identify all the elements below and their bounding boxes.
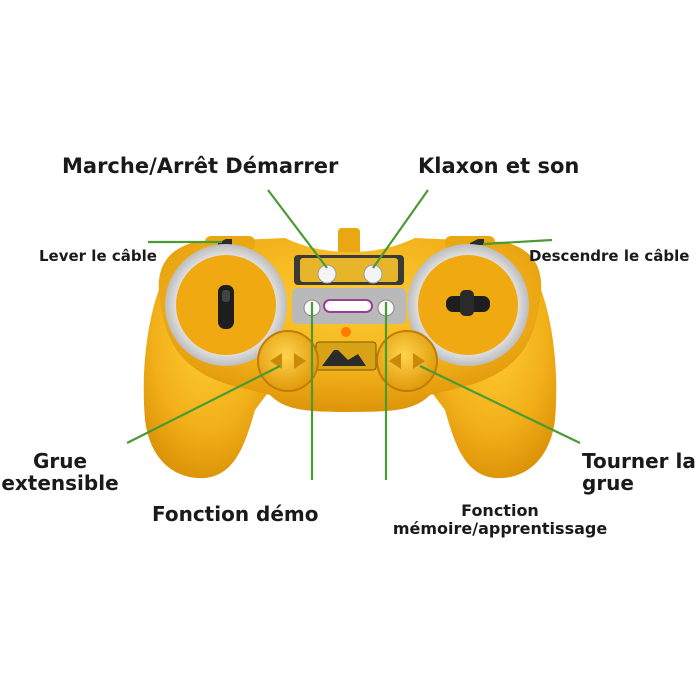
left-dial-icon[interactable] [257,330,319,392]
right-dial-icon[interactable] [376,330,438,392]
label-lower-cable: Descendre le câble [529,247,690,265]
horn-button[interactable] [363,264,383,284]
right-shoulder-truck-icon [470,239,484,245]
right-dial-arrows [389,353,425,369]
right-joystick-icon[interactable] [446,290,490,316]
label-extend-crane: Grue extensible [0,450,120,494]
label-demo-function: Fonction démo [152,502,319,526]
pointer-extend-crane [126,365,281,444]
label-extend-crane-line1: Grue [32,449,88,473]
start-stop-button[interactable] [317,264,337,284]
left-joystick-icon[interactable] [218,285,234,329]
pointer-start-stop [267,189,328,269]
label-extend-crane-line2: extensible [1,471,119,495]
pointer-rotate-crane [419,365,581,444]
label-rotate-crane-line2: grue [582,471,634,495]
display-window [323,299,373,313]
label-memory-line1: Fonction [461,501,539,520]
pointer-lines [126,189,581,480]
crane-sticker-icon [322,350,366,366]
pointer-lower-cable [482,238,553,246]
left-dial-arrows [270,353,306,369]
label-raise-cable: Lever le câble [39,247,157,265]
left-shoulder-truck-icon [218,239,232,245]
center-top-sticker [300,258,398,282]
label-start-stop: Marche/Arrêt Démarrer [62,154,339,178]
label-rotate-crane: Tourner la grue [582,450,696,494]
label-memory-function: Fonction mémoire/apprentissage [385,502,615,537]
label-horn: Klaxon et son [418,154,580,178]
indicator-led-icon [341,327,351,337]
pointer-horn [372,189,429,269]
label-rotate-crane-line1: Tourner la [582,449,696,473]
label-memory-line2: mémoire/apprentissage [392,518,608,538]
